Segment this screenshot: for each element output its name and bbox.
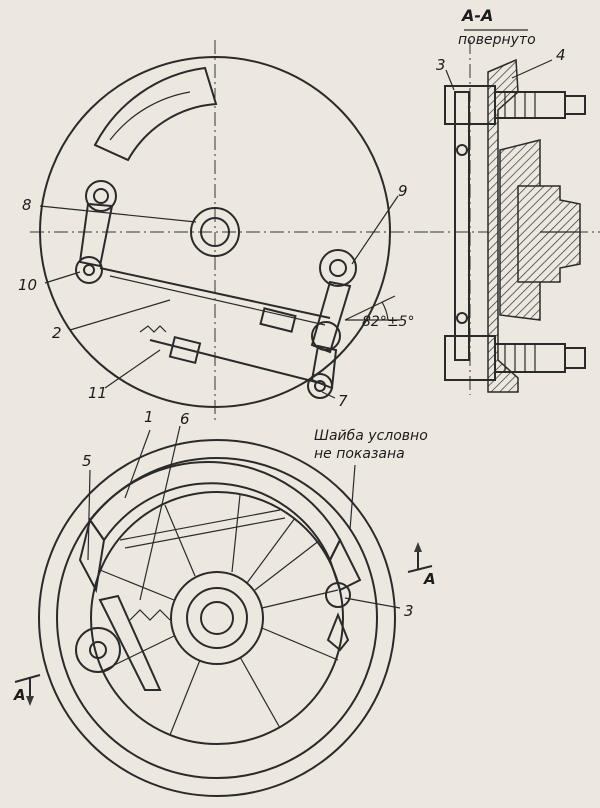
section-arrowhead-right — [414, 542, 422, 552]
section-mark-right-label: А — [424, 570, 436, 588]
leader-5 — [87, 469, 91, 561]
section-title: А-А — [462, 6, 494, 25]
spokes — [99, 494, 339, 736]
rod-coupling — [259, 307, 297, 333]
window-inner-line — [109, 91, 191, 141]
hub-outer — [190, 207, 240, 257]
callout-6: 6 — [180, 410, 190, 428]
angle-lines — [344, 295, 400, 321]
leader-7 — [321, 391, 336, 399]
callout-5: 5 — [82, 452, 92, 470]
drum-view — [14, 425, 433, 797]
left-lever-arm — [78, 202, 114, 268]
inspection-window — [93, 66, 218, 162]
leader-2 — [69, 299, 171, 331]
section-mark-left — [14, 674, 41, 683]
left-cam-lever — [98, 594, 162, 691]
angle-label: 82°±5° — [362, 314, 415, 330]
hub-ring-mid — [186, 587, 248, 649]
section-mark-left-label: А — [14, 686, 26, 704]
right-spring-anchor — [326, 612, 350, 652]
adjuster-nut — [168, 335, 202, 365]
leader-9 — [351, 195, 399, 265]
adjuster-thread — [139, 325, 167, 333]
linkage-rod-lower — [109, 275, 326, 326]
section-hub — [517, 185, 581, 283]
leader-4 — [511, 59, 553, 79]
leader-3-top — [445, 69, 455, 91]
callout-4: 4 — [556, 46, 566, 64]
callout-8: 8 — [22, 196, 32, 214]
callout-2: 2 — [52, 324, 62, 342]
shoe-end-right — [328, 537, 362, 592]
left-lever-end-inner — [83, 264, 95, 276]
lower-nut — [564, 347, 586, 369]
spring-coil — [129, 609, 171, 621]
left-cam-inner — [89, 641, 107, 659]
right-cam-inner — [329, 259, 347, 277]
hub-ring-inner — [200, 601, 234, 635]
lower-lever-end-inner — [314, 380, 326, 392]
callout-11: 11 — [88, 384, 108, 402]
wheel-rim — [90, 491, 344, 745]
callout-7: 7 — [338, 392, 348, 410]
section-arrowhead-left — [26, 696, 34, 706]
right-lever-pivot — [311, 321, 341, 351]
leader-3-bottom — [344, 597, 401, 609]
callout-3-top: 3 — [436, 56, 446, 74]
section-mark-right — [407, 565, 433, 573]
note-line-1: Шайба условно — [314, 428, 428, 444]
callout-3-bottom: 3 — [404, 602, 414, 620]
section-lever-hole-top — [456, 144, 468, 156]
left-lever-end — [75, 256, 103, 284]
shoe-end-left — [78, 517, 106, 594]
callout-1: 1 — [144, 408, 154, 426]
right-cam-housing — [319, 249, 357, 287]
section-lever — [454, 91, 470, 361]
section-view — [430, 29, 600, 395]
leader-1 — [124, 429, 151, 499]
linkage-rod — [99, 267, 331, 319]
upper-left-pivot-inner — [93, 188, 109, 204]
drum-outer — [38, 439, 396, 797]
lower-bolt-thread — [504, 344, 536, 372]
backing-plate-view — [30, 40, 440, 420]
note-line-2: не показана — [314, 446, 405, 462]
angle-arc — [381, 301, 389, 321]
leader-6 — [139, 425, 181, 601]
return-spring-upper — [119, 509, 286, 549]
leader-note — [349, 464, 356, 531]
drum-inner — [56, 457, 378, 779]
section-lever-hole-bottom — [456, 312, 468, 324]
leader-11 — [104, 349, 161, 389]
hub-inner — [200, 217, 230, 247]
callout-9: 9 — [398, 182, 408, 200]
upper-nut — [564, 95, 586, 115]
left-cam — [75, 627, 121, 673]
hub-ring-outer — [170, 571, 264, 665]
section-subtitle: повернуто — [458, 32, 536, 48]
leader-8 — [39, 205, 197, 223]
callout-10: 10 — [18, 276, 38, 294]
adjuster-rod — [149, 339, 321, 384]
section-rim — [487, 58, 519, 393]
right-lever-arm — [310, 280, 352, 354]
leader-10 — [44, 271, 81, 284]
upper-bolt-thread — [504, 92, 536, 118]
upper-left-pivot — [85, 180, 117, 212]
upper-brake-shoe — [88, 461, 342, 563]
right-cam — [325, 582, 351, 608]
lower-lever-end — [307, 373, 333, 399]
